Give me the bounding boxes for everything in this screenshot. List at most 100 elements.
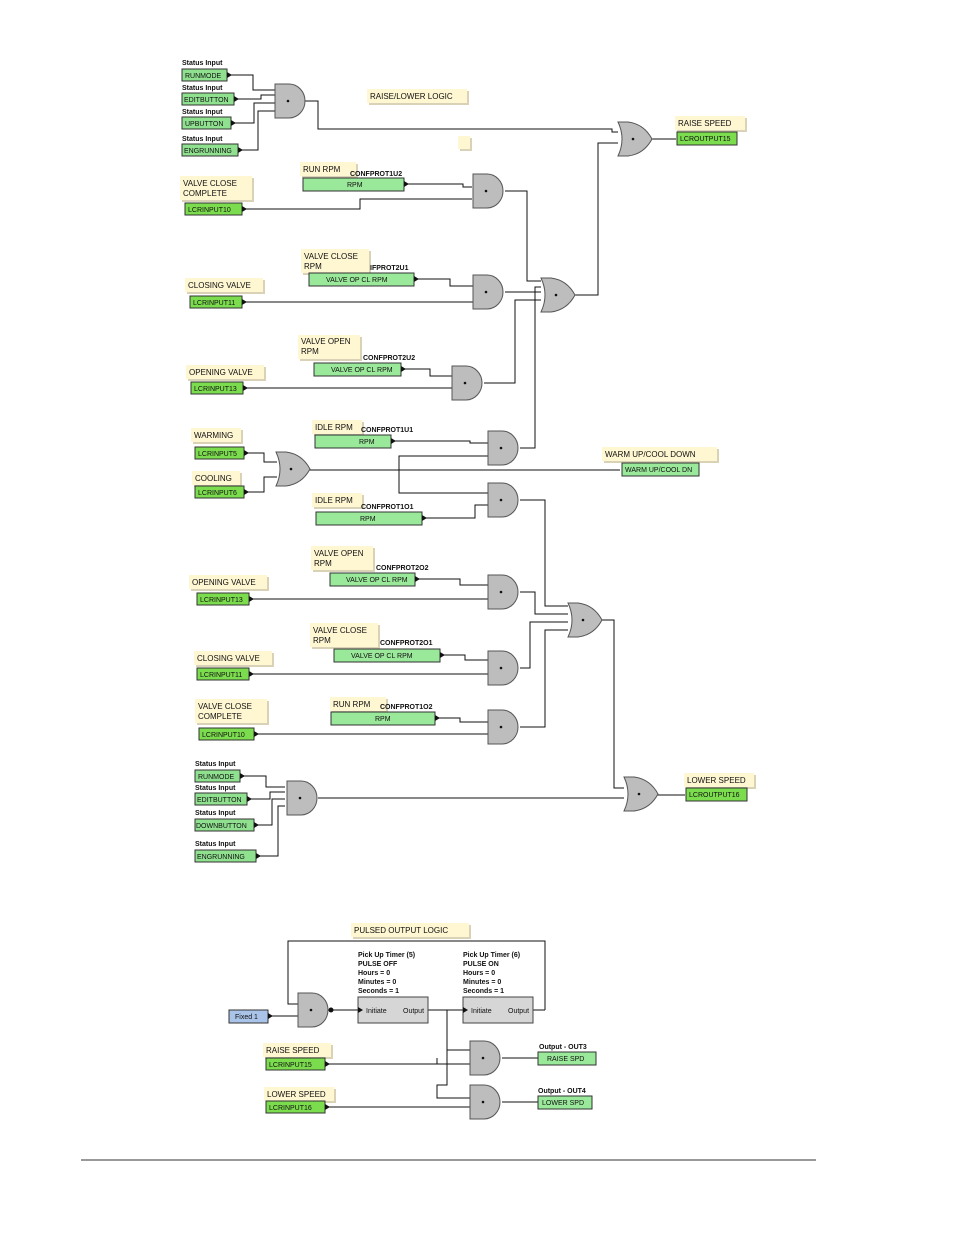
wires-pulsed xyxy=(263,940,546,1108)
opening-valve-input-lower: OPENING VALVE LCRINPUT13 xyxy=(189,575,269,606)
svg-text:LCROUTPUT15: LCROUTPUT15 xyxy=(680,136,731,143)
svg-text:RAISE SPEED: RAISE SPEED xyxy=(266,1046,320,1055)
and-gate-lower-manual xyxy=(286,780,318,816)
and-gate-idle-rpm-lower xyxy=(487,482,519,518)
and-gate-raise-manual xyxy=(274,83,306,119)
svg-text:RPM: RPM xyxy=(301,347,319,356)
svg-text:Hours = 0: Hours = 0 xyxy=(463,970,495,977)
svg-text:PULSE OFF: PULSE OFF xyxy=(358,961,398,968)
valve-open-rpm-protection-lower: VALVE OPEN RPM CONFPROT2O2 VALVE OP CL R… xyxy=(311,546,429,587)
svg-text:ENGRUNNING: ENGRUNNING xyxy=(184,148,232,155)
svg-text:CONFPROT2O2: CONFPROT2O2 xyxy=(376,565,429,572)
svg-text:Output - OUT3: Output - OUT3 xyxy=(539,1044,587,1051)
svg-text:Status Input: Status Input xyxy=(195,761,236,768)
svg-text:COMPLETE: COMPLETE xyxy=(198,712,242,721)
lower-speed-input-pulsed: LOWER SPEED LCRINPUT16 xyxy=(264,1087,336,1114)
svg-text:Status Input: Status Input xyxy=(195,810,236,817)
or-gate-lower-conditions xyxy=(567,602,603,638)
svg-text:Minutes = 0: Minutes = 0 xyxy=(358,979,396,986)
svg-text:Status Input: Status Input xyxy=(195,785,236,792)
svg-text:RPM: RPM xyxy=(359,439,375,446)
svg-text:EDITBUTTON: EDITBUTTON xyxy=(197,797,242,804)
svg-text:COMPLETE: COMPLETE xyxy=(183,189,227,198)
svg-text:LCRINPUT13: LCRINPUT13 xyxy=(194,386,237,393)
svg-text:CONFPROT2U2: CONFPROT2U2 xyxy=(363,355,415,362)
and-gate-idle-rpm-raise xyxy=(487,430,519,466)
title-raise-lower: RAISE/LOWER LOGIC xyxy=(367,89,469,105)
svg-text:RUNMODE: RUNMODE xyxy=(198,774,234,781)
svg-text:WARM UP/COOL DN: WARM UP/COOL DN xyxy=(625,467,692,474)
pick-up-timer-6: Pick Up Timer (6) PULSE ON Hours = 0 Min… xyxy=(462,952,534,1024)
svg-text:VALVE CLOSE: VALVE CLOSE xyxy=(198,702,252,711)
svg-text:RUN RPM: RUN RPM xyxy=(333,700,371,709)
svg-text:LCRINPUT11: LCRINPUT11 xyxy=(200,672,242,679)
svg-text:VALVE OP CL RPM: VALVE OP CL RPM xyxy=(346,577,408,584)
svg-text:Output: Output xyxy=(403,1008,424,1015)
gates-pulsed xyxy=(297,992,501,1120)
status-inputs-top: Status Input RUNMODE Status Input EDITBU… xyxy=(181,60,243,157)
raise-speed-output: RAISE SPEED LCROUTPUT15 xyxy=(675,116,747,146)
svg-text:Hours = 0: Hours = 0 xyxy=(358,970,390,977)
svg-text:UPBUTTON: UPBUTTON xyxy=(185,121,223,128)
svg-text:EDITBUTTON: EDITBUTTON xyxy=(184,97,229,104)
svg-text:RPM: RPM xyxy=(347,182,363,189)
svg-text:RPM: RPM xyxy=(375,716,391,723)
and-gate-valve-open xyxy=(451,365,483,401)
svg-text:Status Input: Status Input xyxy=(195,841,236,848)
svg-text:VALVE CLOSE: VALVE CLOSE xyxy=(313,626,367,635)
or-gate-warm-cool xyxy=(275,451,311,487)
svg-text:LOWER SPEED: LOWER SPEED xyxy=(267,1090,326,1099)
svg-text:VALVE CLOSE: VALVE CLOSE xyxy=(183,179,237,188)
svg-text:OPENING VALVE: OPENING VALVE xyxy=(189,368,253,377)
valve-open-rpm-protection-raise: VALVE OPEN RPM CONFPROT2U2 VALVE OP CL R… xyxy=(298,335,415,377)
warm-cool-output: WARM UP/COOL DOWN WARM UP/COOL DN xyxy=(602,447,719,477)
svg-text:PULSE ON: PULSE ON xyxy=(463,961,499,968)
fixed-1-input: Fixed 1 xyxy=(228,1009,273,1024)
svg-text:VALVE OP CL RPM: VALVE OP CL RPM xyxy=(331,367,393,374)
and-gate-valve-close xyxy=(472,274,504,310)
svg-text:VALVE OPEN: VALVE OPEN xyxy=(314,549,364,558)
svg-text:RPM: RPM xyxy=(313,636,331,645)
idle-rpm-protection-raise: IDLE RPM CONFPROT1U1 RPM xyxy=(312,420,413,449)
svg-text:Minutes = 0: Minutes = 0 xyxy=(463,979,501,986)
svg-text:OPENING VALVE: OPENING VALVE xyxy=(192,578,256,587)
svg-text:RPM: RPM xyxy=(314,559,332,568)
svg-text:RUN RPM: RUN RPM xyxy=(303,165,341,174)
svg-text:RPM: RPM xyxy=(360,516,376,523)
valve-close-rpm-protection: VALVE CLOSE RPM IFPROT2U1 VALVE OP CL RP… xyxy=(301,249,419,287)
svg-text:RUNMODE: RUNMODE xyxy=(185,73,221,80)
and-gate-run-rpm-lower xyxy=(487,709,519,745)
svg-text:RAISE SPD: RAISE SPD xyxy=(547,1056,584,1063)
svg-text:LOWER SPEED: LOWER SPEED xyxy=(687,776,746,785)
svg-text:VALVE OPEN: VALVE OPEN xyxy=(301,337,351,346)
svg-text:LCRINPUT10: LCRINPUT10 xyxy=(188,207,231,214)
svg-text:DOWNBUTTON: DOWNBUTTON xyxy=(196,823,247,830)
svg-text:WARMING: WARMING xyxy=(194,431,233,440)
closing-valve-input-raise: CLOSING VALVE LCRINPUT11 xyxy=(185,278,265,309)
svg-text:Initiate: Initiate xyxy=(366,1008,387,1015)
svg-text:Status Input: Status Input xyxy=(182,109,223,116)
svg-text:CONFPROT1O1: CONFPROT1O1 xyxy=(361,504,414,511)
svg-text:LCRINPUT11: LCRINPUT11 xyxy=(193,300,235,307)
svg-text:LCRINPUT13: LCRINPUT13 xyxy=(200,597,243,604)
svg-text:Status Input: Status Input xyxy=(182,85,223,92)
valve-close-complete-input-lower: VALVE CLOSE COMPLETE LCRINPUT10 xyxy=(195,699,269,741)
svg-text:LCRINPUT10: LCRINPUT10 xyxy=(202,732,245,739)
svg-text:COOLING: COOLING xyxy=(195,474,232,483)
and-gate-lower-pulse xyxy=(469,1084,501,1120)
svg-text:Output - OUT4: Output - OUT4 xyxy=(538,1088,586,1095)
wires-main xyxy=(227,74,685,857)
svg-text:Pick Up Timer (5): Pick Up Timer (5) xyxy=(358,952,415,959)
or-gate-raise-conditions xyxy=(540,277,576,313)
output-out4: Output - OUT4 LOWER SPD xyxy=(537,1088,593,1110)
svg-text:Seconds = 1: Seconds = 1 xyxy=(358,988,399,995)
and-gate-closing-lower xyxy=(487,650,519,686)
svg-text:RAISE/LOWER LOGIC: RAISE/LOWER LOGIC xyxy=(370,92,453,101)
or-gate-raise-output xyxy=(617,121,653,157)
svg-text:IFPROT2U1: IFPROT2U1 xyxy=(370,265,409,272)
valve-close-rpm-protection-lower: VALVE CLOSE RPM CONFPROT2O1 VALVE OP CL … xyxy=(310,623,445,663)
run-rpm-protection-lower: RUN RPM CONFPROT1O2 RPM xyxy=(330,697,440,726)
svg-text:CONFPROT1U2: CONFPROT1U2 xyxy=(350,171,402,178)
svg-text:LCRINPUT6: LCRINPUT6 xyxy=(198,490,237,497)
